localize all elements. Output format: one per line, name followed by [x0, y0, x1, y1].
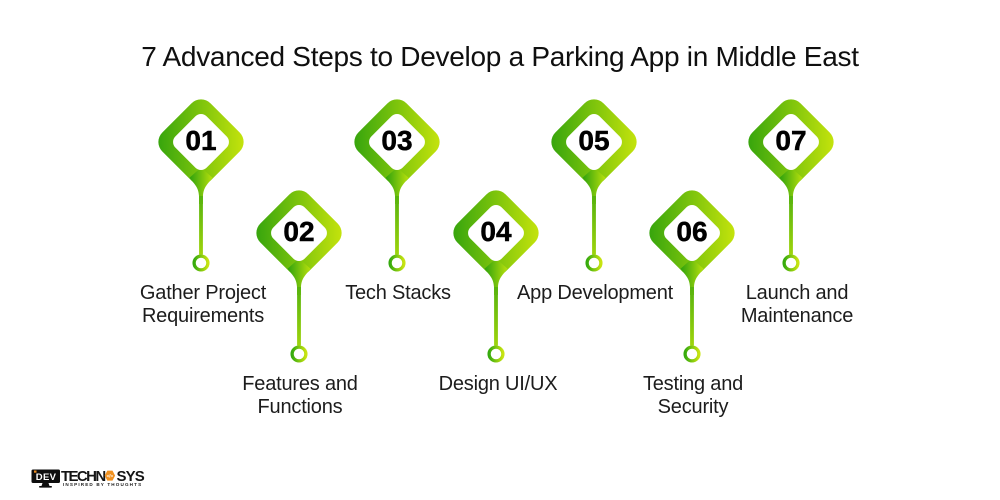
- svg-text:</>: </>: [107, 473, 114, 478]
- svg-text:TECHN: TECHN: [61, 468, 105, 485]
- svg-text:INSPIRED BY THOUGHTS: INSPIRED BY THOUGHTS: [63, 482, 142, 487]
- svg-text:07: 07: [776, 124, 807, 155]
- svg-text:SYS: SYS: [117, 468, 145, 485]
- svg-text:03: 03: [382, 124, 413, 155]
- svg-text:04: 04: [480, 215, 512, 246]
- svg-text:01: 01: [185, 124, 216, 155]
- svg-text:DEV: DEV: [36, 472, 57, 483]
- svg-text:02: 02: [284, 215, 315, 246]
- svg-text:06: 06: [676, 215, 707, 246]
- svg-text:05: 05: [578, 124, 609, 155]
